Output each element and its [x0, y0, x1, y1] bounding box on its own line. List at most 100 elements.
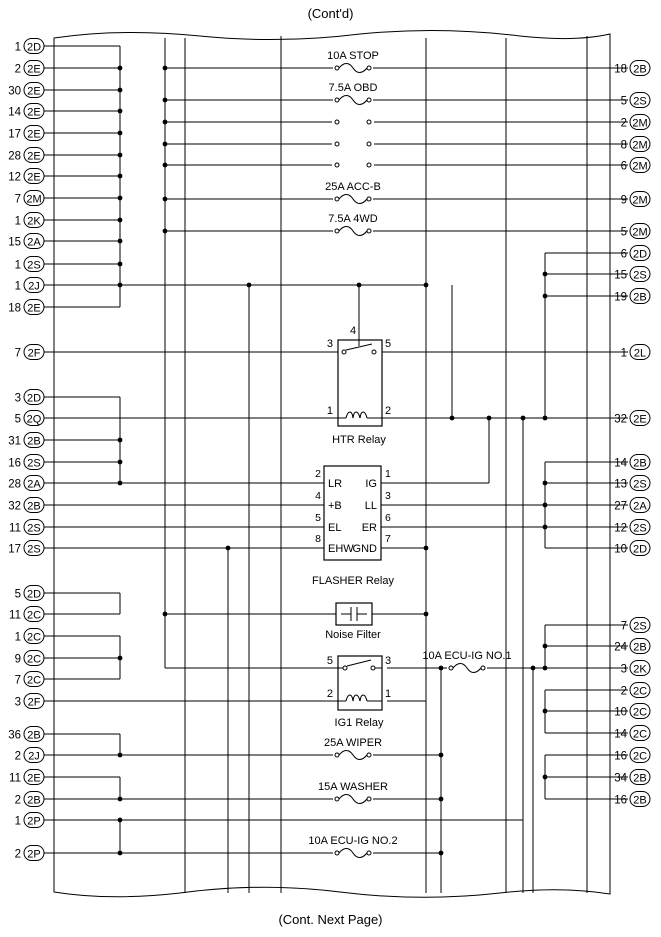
right-connector-pin: 7 2S — [621, 617, 651, 633]
open-terminal-pair — [332, 118, 374, 126]
connector-id: 2B — [27, 436, 40, 448]
connector-badge — [629, 288, 651, 304]
open-terminal-pair — [332, 140, 374, 148]
junction-dot — [542, 665, 548, 671]
junction-dot — [542, 524, 548, 530]
connector-id: 2B — [633, 795, 646, 807]
fuse-element — [338, 793, 368, 805]
connector-badge — [629, 540, 651, 556]
connector-badge — [23, 497, 45, 513]
pin-number: 10 — [614, 707, 627, 719]
junction-dot — [117, 437, 123, 443]
connector-id: 2B — [27, 795, 40, 807]
connector-id: 2S — [633, 479, 646, 491]
junction-dot — [117, 752, 123, 758]
left-connector-pin: 31 2B — [8, 432, 45, 448]
connector-badge — [629, 791, 651, 807]
fuse-element — [338, 94, 368, 106]
flasher-pin-number: 1 — [385, 468, 391, 480]
left-connector-pin: 28 2A — [8, 475, 45, 491]
connector-badge — [629, 475, 651, 491]
relay-pin-number: 3 — [327, 338, 333, 350]
junction-dot — [356, 282, 362, 288]
fuse-element — [338, 847, 368, 859]
pin-number: 5 — [15, 589, 21, 601]
fuse-label: 7.5A 4WD — [328, 213, 378, 225]
connector-id: 2S — [633, 621, 646, 633]
junction-dot — [117, 130, 123, 136]
connector-id: 2A — [27, 479, 41, 491]
pin-number: 2 — [621, 118, 627, 130]
flasher-terminal: EL — [328, 522, 341, 534]
junction-dot — [423, 545, 429, 551]
connector-id: 2K — [633, 664, 647, 676]
pin-number: 24 — [614, 642, 627, 654]
relay-pin-number: 3 — [385, 655, 391, 667]
junction-dot — [162, 196, 168, 202]
connector-id: 2B — [633, 458, 646, 470]
noise-filter-name: Noise Filter — [325, 629, 381, 641]
fuse-label: 25A WIPER — [324, 737, 382, 749]
connector-badge — [23, 432, 45, 448]
terminal — [366, 228, 372, 234]
connector-id: 2D — [633, 544, 647, 556]
pin-number: 15 — [8, 237, 21, 249]
connector-badge — [629, 266, 651, 282]
terminal — [334, 97, 340, 103]
connector-id: 2M — [632, 227, 647, 239]
terminal-gap — [332, 140, 374, 148]
terminal — [480, 665, 486, 671]
connector-badge — [629, 703, 651, 719]
pin-number: 7 — [621, 621, 627, 633]
junction-dot — [117, 238, 123, 244]
terminal — [334, 228, 340, 234]
junction-dot — [117, 173, 123, 179]
fuse: 7.5A OBD — [329, 82, 378, 106]
fuse: 7.5A 4WD — [328, 213, 378, 237]
junction-dot — [117, 459, 123, 465]
flasher-pin-number: 5 — [315, 512, 321, 524]
pin-number: 36 — [8, 730, 21, 742]
connector-id: 2A — [27, 237, 41, 249]
pin-number: 13 — [614, 479, 627, 491]
flasher-pin-number: 6 — [385, 512, 391, 524]
connector-id: 2F — [28, 348, 41, 360]
pin-number: 1 — [15, 216, 21, 228]
connector-id: 2E — [27, 64, 40, 76]
connector-badge — [629, 191, 651, 207]
pin-number: 1 — [15, 281, 21, 293]
pin-number: 28 — [8, 479, 21, 491]
flasher-pin-number: 4 — [315, 490, 321, 502]
pin-number: 31 — [8, 436, 21, 448]
connector-badge — [23, 769, 45, 785]
connector-id: 2E — [27, 303, 40, 315]
pin-number: 12 — [614, 523, 627, 535]
pin-number: 9 — [15, 654, 21, 666]
connector-id: 2S — [633, 270, 646, 282]
connector-badge — [629, 410, 651, 426]
fuse-label: 15A WASHER — [318, 781, 388, 793]
connector-id: 2M — [632, 161, 647, 173]
pin-number: 7 — [15, 675, 21, 687]
connector-badge — [629, 617, 651, 633]
connector-id: 2E — [27, 86, 40, 98]
fuse-label: 10A ECU-IG NO.2 — [308, 835, 397, 847]
junction-dot — [117, 217, 123, 223]
flasher-terminal: ER — [362, 522, 377, 534]
pin-number: 2 — [15, 751, 21, 763]
junction-dot — [542, 708, 548, 714]
